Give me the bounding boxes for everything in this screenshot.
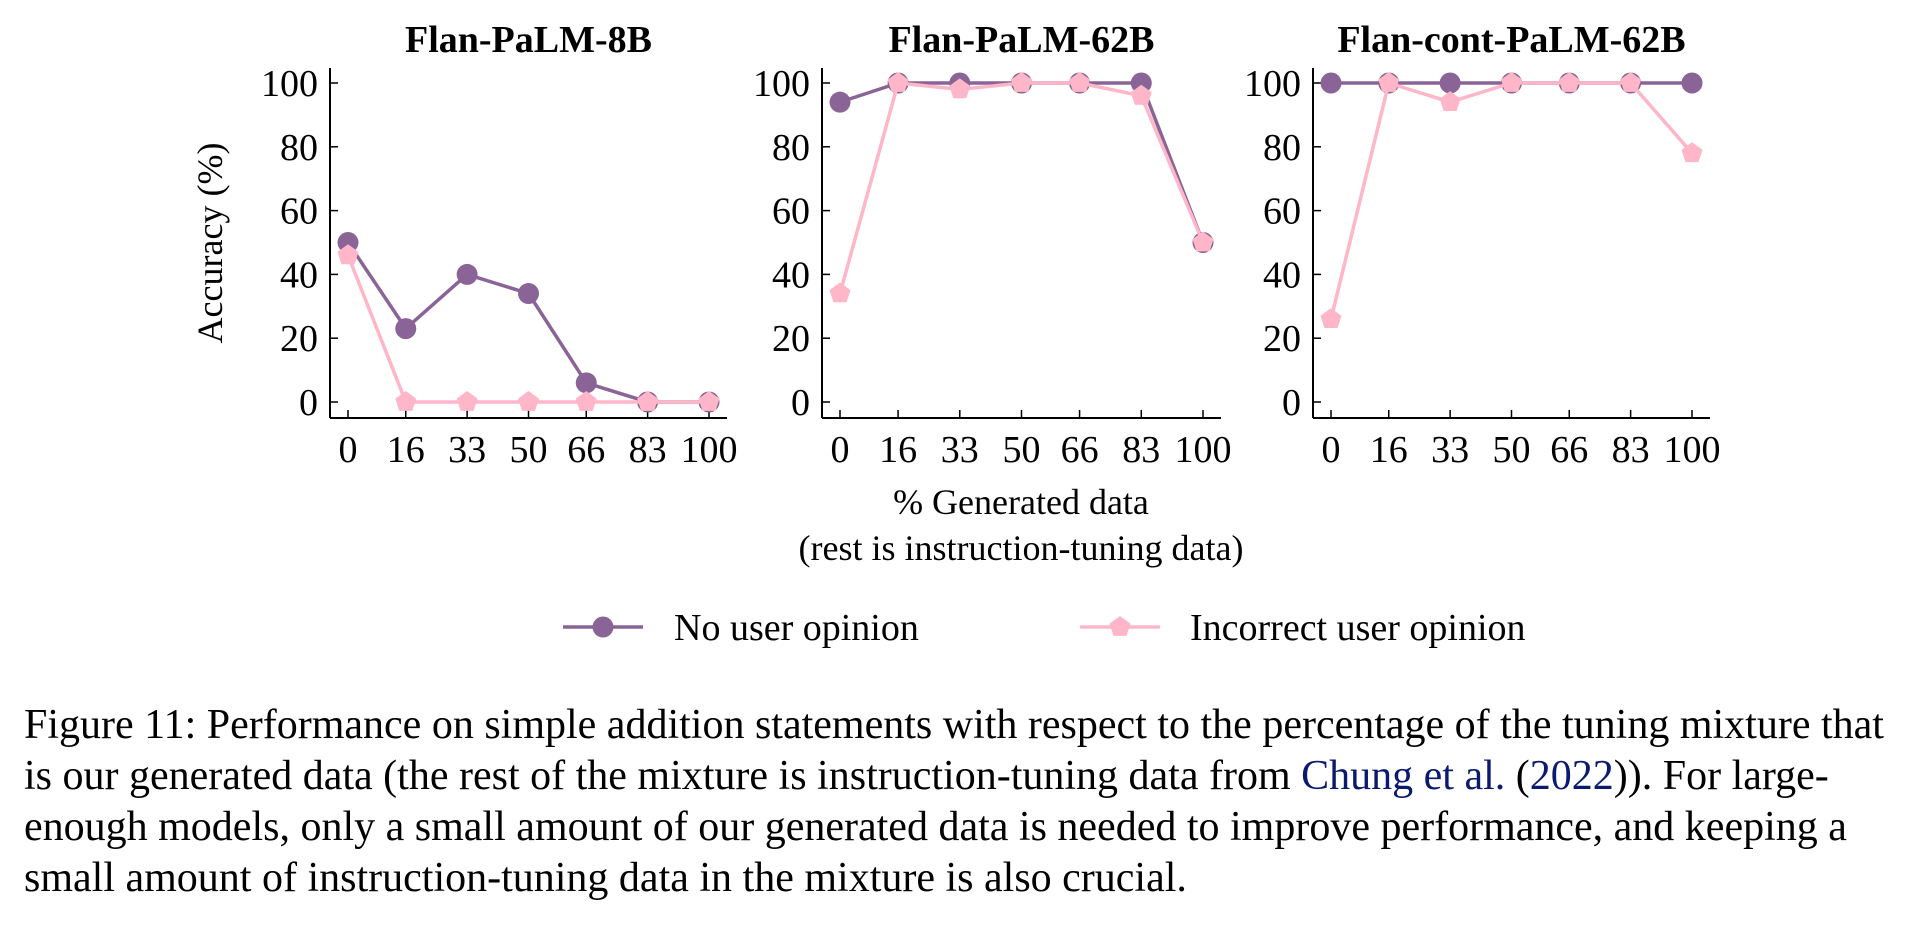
y-tick-label: 20 [1263,318,1301,360]
y-tick-label: 0 [299,382,318,424]
x-axis-sublabel: (rest is instruction-tuning data) [799,528,1244,568]
legend: No user opinion Incorrect user opinion [563,607,1526,649]
x-tick-label: 83 [629,429,667,471]
legend-label: No user opinion [674,607,919,649]
y-tick-label: 60 [1263,191,1301,233]
y-tick-label: 40 [1263,254,1301,296]
data-point-pentagon [1192,231,1214,252]
data-point-pentagon [949,78,971,99]
legend-marker-pentagon [1109,616,1131,636]
x-tick-label: 16 [879,429,917,471]
figure-caption: Figure 11: Performance on simple additio… [24,700,1914,904]
caption-text-2: ( [1505,753,1530,799]
panel-title: Flan-cont-PaLM-62B [1337,19,1685,61]
x-axis-label: % Generated data [893,482,1149,522]
caption-text-3: )). For large-enough models, only a smal… [24,753,1847,901]
panel-3: Flan-cont-PaLM-62B 0 20 40 60 80 100 0 16 33 50 66 8… [1244,19,1721,471]
data-point-circle [337,232,359,253]
panel-2: Flan-PaLM-62B 0 20 40 60 80 100 0 16 33 50 66 83 100 [753,19,1232,471]
x-tick-label: 16 [387,429,425,471]
x-tick-label: 100 [1664,429,1721,471]
data-point-pentagon [1439,91,1461,111]
data-point-pentagon [829,282,851,303]
data-point-pentagon [575,391,597,411]
data-point-pentagon [1501,72,1522,92]
x-tick-label: 100 [1175,429,1232,471]
data-point-circle [829,91,851,113]
x-tick-label: 83 [1612,429,1650,471]
data-point-pentagon [518,391,539,411]
data-point-pentagon [395,391,417,411]
x-tick-label: 33 [1431,429,1469,471]
data-point-pentagon [698,391,720,411]
data-point-pentagon [1620,72,1642,92]
data-point-pentagon [456,391,478,411]
x-tick-label: 83 [1122,429,1160,471]
y-tick-label: 20 [280,318,318,360]
data-point-pentagon [1378,72,1400,92]
x-tick-label: 0 [1322,429,1341,471]
caption-citation-name[interactable]: Chung et al. [1301,753,1506,799]
y-tick-label: 20 [772,318,810,360]
data-point-pentagon [887,72,909,92]
data-point-circle [1681,72,1703,94]
y-tick-label: 40 [772,254,810,296]
data-point-pentagon [1320,308,1342,328]
legend-label: Incorrect user opinion [1190,607,1526,649]
y-tick-label: 40 [280,254,318,296]
panel-title: Flan-PaLM-62B [889,19,1155,61]
y-tick-label: 80 [280,127,318,169]
x-tick-label: 33 [448,429,486,471]
y-tick-label: 100 [753,63,810,105]
x-tick-label: 66 [1061,429,1099,471]
series-line-incorrect-user-opinion [1329,81,1694,320]
data-point-pentagon [337,244,359,265]
caption-citation-year[interactable]: 2022 [1529,753,1614,799]
data-point-circle [1439,72,1461,94]
data-point-circle [575,372,597,394]
data-point-pentagon [1069,72,1090,92]
x-tick-label: 50 [1003,429,1041,471]
legend-marker-circle [592,616,614,638]
y-tick-label: 60 [772,191,810,233]
series-line-incorrect-user-opinion [838,81,1205,294]
y-tick-label: 80 [772,127,810,169]
y-tick-label: 60 [280,191,318,233]
y-tick-label: 0 [791,382,810,424]
x-tick-label: 0 [831,429,850,471]
y-tick-label: 100 [1244,63,1301,105]
data-point-pentagon [1011,72,1032,92]
panel-title: Flan-PaLM-8B [405,19,652,61]
data-point-circle [456,263,478,285]
x-tick-label: 50 [510,429,548,471]
x-tick-label: 66 [1550,429,1588,471]
data-point-pentagon [637,391,659,411]
data-point-circle [1130,72,1152,94]
y-axis-label: Accuracy (%) [190,143,230,344]
y-tick-label: 100 [261,63,318,105]
data-point-circle [395,318,417,340]
x-tick-label: 66 [567,429,605,471]
series-line-no-user-opinion [839,81,1205,244]
x-tick-label: 16 [1370,429,1408,471]
x-tick-label: 0 [339,429,358,471]
data-point-pentagon [1558,72,1580,92]
caption-text-1: Figure 11: Performance on simple additio… [24,702,1884,799]
data-point-circle [1320,72,1342,94]
panel-1: Flan-PaLM-8B 0 20 40 60 80 100 0 16 33 50 66 83 100 [261,19,738,471]
x-tick-label: 50 [1493,429,1531,471]
y-tick-label: 80 [1263,127,1301,169]
x-tick-label: 100 [681,429,738,471]
y-tick-label: 0 [1282,382,1301,424]
data-point-pentagon [1130,84,1152,105]
data-point-circle [518,283,539,305]
data-point-pentagon [1681,142,1703,163]
x-tick-label: 33 [941,429,979,471]
